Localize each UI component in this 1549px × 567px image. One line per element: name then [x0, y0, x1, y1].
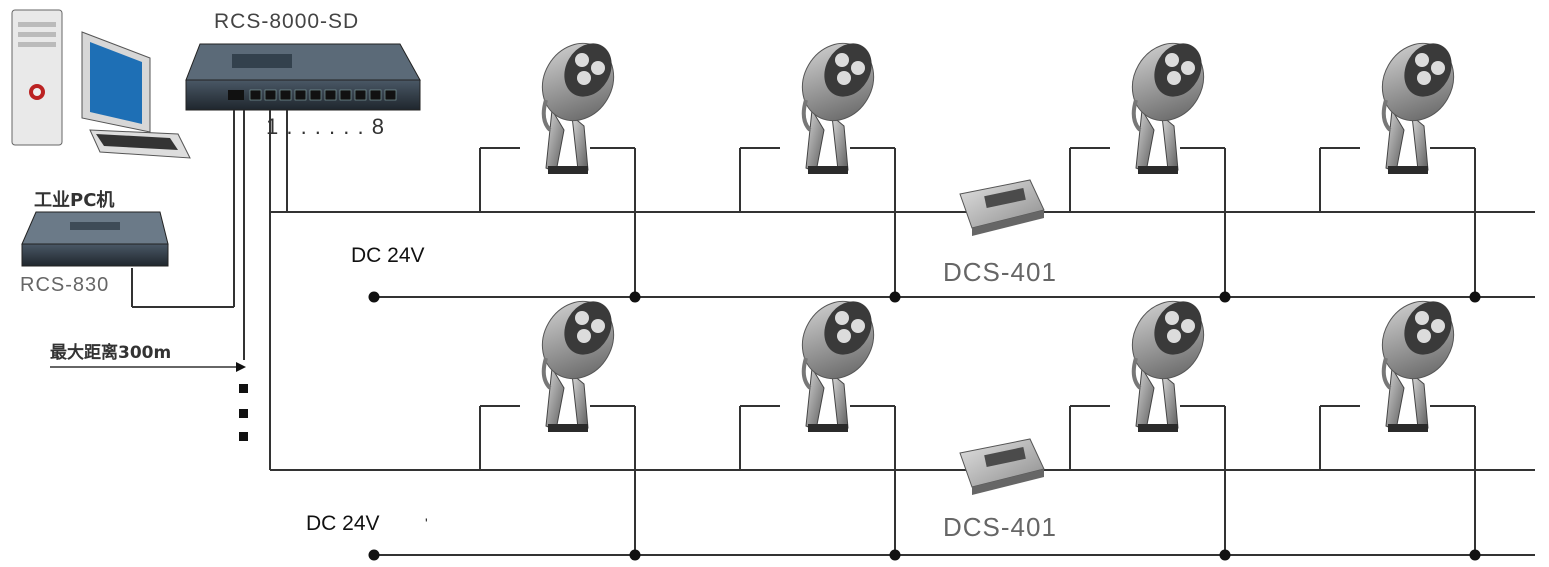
- junction-dot-icon: [889, 549, 901, 561]
- decoder-icon: [959, 179, 1045, 236]
- junction-dot-icon: [889, 291, 901, 303]
- computer-icon: [11, 9, 191, 159]
- sub-controller-icon: [21, 211, 169, 267]
- controller-label: RCS-8000-SD: [214, 10, 360, 33]
- spotlight-icon: [526, 286, 630, 434]
- power-terminal-icon: [368, 291, 380, 303]
- junction-dot-icon: [1469, 291, 1481, 303]
- junction-dot-icon: [629, 549, 641, 561]
- junction-dot-icon: [1219, 291, 1231, 303]
- decoder-label-bottom: DCS-401: [943, 512, 1057, 542]
- decoder-icon: [959, 438, 1045, 495]
- power-label-bottom: DC 24V: [306, 512, 380, 535]
- sub-controller-label: RCS-830: [20, 274, 110, 296]
- distance-arrow-head: [236, 362, 246, 372]
- junction-dot-icon: [629, 291, 641, 303]
- stray-mark: ': [425, 515, 428, 531]
- junction-dot-icon: [1469, 549, 1481, 561]
- continuation-mark: [239, 432, 248, 441]
- junction-dot-icon: [1219, 549, 1231, 561]
- spotlight-icon: [786, 28, 890, 177]
- controller-icon: [185, 43, 421, 111]
- decoder-label-top: DCS-401: [943, 257, 1057, 287]
- spotlight-icon: [786, 286, 890, 434]
- spotlight-icon: [1366, 28, 1470, 177]
- continuation-mark: [239, 409, 248, 418]
- continuation-mark: [239, 384, 248, 393]
- spotlight-icon: [1116, 286, 1220, 434]
- spotlight-icon: [1366, 286, 1470, 434]
- max-distance-label: 最大距离300m: [50, 343, 172, 363]
- power-label-top: DC 24V: [351, 244, 425, 267]
- port-range-label: 1 . . . . . . 8: [266, 114, 385, 139]
- computer-label: 工业PC机: [34, 190, 115, 211]
- power-terminal-icon: [368, 549, 380, 561]
- spotlight-icon: [1116, 28, 1220, 177]
- spotlight-icon: [526, 28, 630, 177]
